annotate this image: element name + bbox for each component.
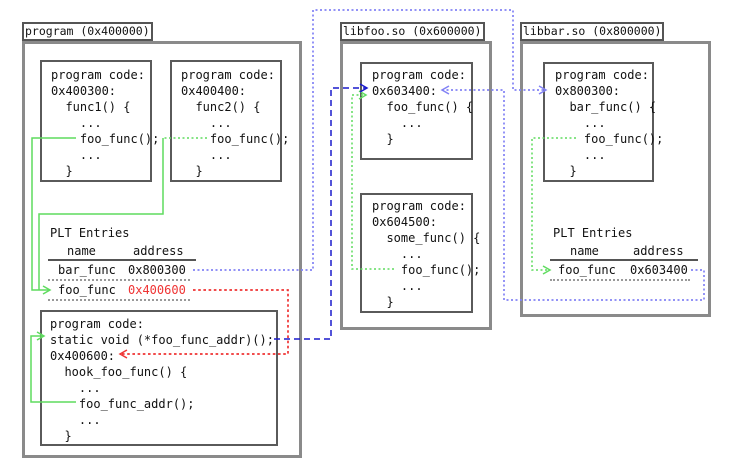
plt-row-separator bbox=[48, 299, 190, 301]
code-line: ... bbox=[555, 116, 606, 130]
libbar-title: libbar.so (0x800000) bbox=[520, 22, 664, 41]
code-line: 0x400600: bbox=[50, 349, 116, 363]
code-line: foo_func_addr(); bbox=[50, 397, 195, 411]
plt-row-address: 0x800300 bbox=[128, 263, 186, 277]
code-line: some_func() { bbox=[372, 231, 481, 245]
plt-address-header: address bbox=[633, 244, 684, 258]
code-line: program code: bbox=[51, 68, 145, 82]
func2-code-box: program code: 0x400400: func2() { ... fo… bbox=[170, 60, 290, 182]
code-line: 0x604500: bbox=[372, 215, 438, 229]
program-plt-table: PLT Entries name address bar_func 0x8003… bbox=[48, 226, 208, 304]
code-line: ... bbox=[372, 116, 423, 130]
plt-row-name: foo_func bbox=[558, 263, 616, 277]
code-line: program code: bbox=[181, 68, 275, 82]
code-line: ... bbox=[555, 148, 606, 162]
plt-row-name: bar_func bbox=[58, 263, 116, 277]
plt-address-header: address bbox=[133, 244, 184, 258]
code-line: static void (*foo_func_addr)(); bbox=[50, 333, 274, 347]
plt-entries-label: PLT Entries bbox=[50, 226, 130, 240]
code-line: bar_func() { bbox=[555, 100, 657, 114]
code-line: foo_func(); bbox=[51, 132, 160, 146]
func1-code-box: program code: 0x400300: func1() { ... fo… bbox=[40, 60, 160, 182]
code-line: ... bbox=[50, 381, 101, 395]
code-line: program code: bbox=[50, 317, 144, 331]
plt-row-separator bbox=[48, 279, 190, 281]
code-line: program code: bbox=[555, 68, 649, 82]
code-line: ... bbox=[51, 148, 102, 162]
plt-row-address-patched: 0x400600 bbox=[128, 283, 186, 297]
libfoo-some-func-box: program code: 0x604500: some_func() { ..… bbox=[360, 193, 481, 313]
code-line: program code: bbox=[372, 68, 466, 82]
code-line: foo_func(); bbox=[181, 132, 290, 146]
code-line: ... bbox=[372, 247, 423, 261]
libfoo-title: libfoo.so (0x600000) bbox=[340, 22, 485, 41]
code-line: ... bbox=[181, 116, 232, 130]
plt-entries-label: PLT Entries bbox=[553, 226, 633, 240]
code-line: } bbox=[181, 164, 203, 178]
code-line: } bbox=[372, 132, 394, 146]
code-line: } bbox=[51, 164, 73, 178]
code-line: 0x603400: bbox=[372, 84, 438, 98]
code-line: foo_func() { bbox=[372, 100, 474, 114]
plt-header-rule bbox=[48, 259, 196, 261]
plt-name-header: name bbox=[570, 244, 599, 258]
code-line: ... bbox=[50, 413, 101, 427]
code-line: hook_foo_func() { bbox=[50, 365, 188, 379]
code-line: 0x800300: bbox=[555, 84, 621, 98]
code-line: program code: bbox=[372, 199, 466, 213]
plt-row-separator bbox=[550, 279, 690, 281]
code-line: ... bbox=[181, 148, 232, 162]
plt-row-name: foo_func bbox=[58, 283, 116, 297]
code-line: foo_func(); bbox=[555, 132, 664, 146]
code-line: ... bbox=[51, 116, 102, 130]
hook-code-box: program code: static void (*foo_func_add… bbox=[40, 310, 278, 446]
code-line: 0x400400: bbox=[181, 84, 247, 98]
code-line: func2() { bbox=[181, 100, 261, 114]
program-title: program (0x400000) bbox=[22, 22, 153, 41]
code-line: 0x400300: bbox=[51, 84, 117, 98]
libbar-bar-func-box: program code: 0x800300: bar_func() { ...… bbox=[543, 62, 664, 182]
code-line: } bbox=[372, 295, 394, 309]
plt-row-address: 0x603400 bbox=[630, 263, 688, 277]
libfoo-foo-func-box: program code: 0x603400: foo_func() { ...… bbox=[360, 62, 473, 160]
libbar-plt-table: PLT Entries name address foo_func 0x6034… bbox=[550, 226, 700, 284]
code-line: foo_func(); bbox=[372, 263, 481, 277]
code-line: ... bbox=[372, 279, 423, 293]
code-line: } bbox=[555, 164, 577, 178]
code-line: } bbox=[50, 429, 72, 443]
code-line: func1() { bbox=[51, 100, 131, 114]
plt-header-rule bbox=[550, 259, 698, 261]
plt-name-header: name bbox=[67, 244, 96, 258]
